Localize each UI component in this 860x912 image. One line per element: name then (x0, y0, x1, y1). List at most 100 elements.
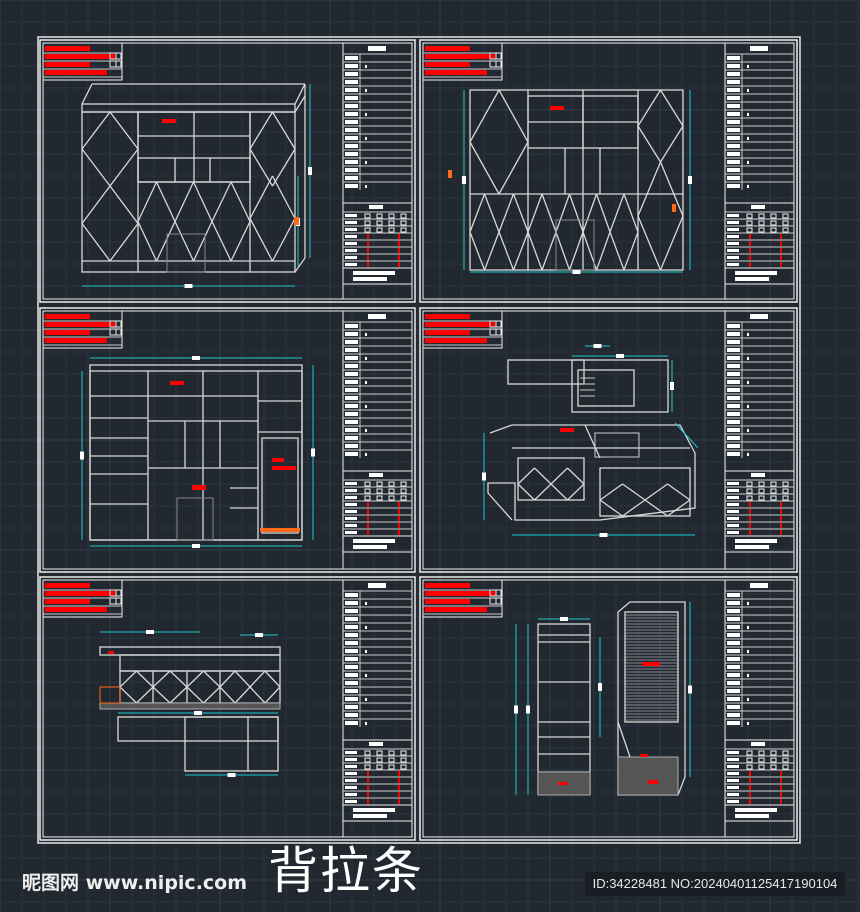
drawing-rect (353, 545, 387, 549)
drawing-rect (751, 473, 765, 477)
drawing-rect (727, 228, 739, 231)
drawing-rect (345, 531, 357, 534)
drawing-rect (495, 320, 502, 328)
drawing-rect (469, 89, 684, 271)
drawing-rect (365, 722, 367, 725)
drawing-rect (727, 80, 740, 84)
drawing-line (659, 89, 684, 127)
drawing-rect (345, 503, 357, 506)
drawing-line (527, 193, 543, 233)
drawing-line (534, 467, 552, 485)
drawing-rect (345, 665, 358, 669)
drawing-rect (749, 799, 751, 804)
drawing-rect (227, 773, 236, 777)
drawing-rect (780, 502, 782, 507)
drawing-rect (367, 234, 369, 239)
drawing-rect (192, 544, 200, 548)
drawing-rect (727, 772, 739, 775)
drawing-rect (425, 599, 470, 604)
drawing-rect (353, 814, 387, 818)
drawing-line (264, 670, 281, 688)
drawing-rect (119, 670, 281, 704)
drawing-line (152, 686, 171, 704)
drawing-rect (115, 328, 122, 336)
drawing-line (644, 483, 668, 501)
drawing-line (109, 185, 139, 224)
drawing-rect (747, 113, 749, 116)
drawing-rect (727, 786, 739, 789)
drawing-rect (109, 597, 117, 605)
drawing-rect (448, 170, 452, 178)
drawing-line (186, 670, 204, 688)
drawing-sheet-1 (39, 39, 416, 303)
drawing-rect (345, 184, 358, 188)
drawing-line (584, 424, 601, 459)
drawing-rect (364, 481, 371, 487)
drawing-line (230, 221, 251, 262)
drawing-rect (550, 106, 564, 110)
drawing-rect (345, 609, 358, 613)
drawing-rect (345, 242, 357, 245)
drawing-rect (572, 270, 581, 274)
drawing-line (637, 215, 662, 271)
drawing-rect (640, 754, 648, 757)
drawing-rect (345, 625, 358, 629)
drawing-rect (345, 96, 358, 100)
drawing-rect (727, 705, 740, 709)
drawing-rect (99, 646, 281, 656)
drawing-rect (495, 328, 502, 336)
drawing-rect (388, 495, 395, 501)
drawing-rect (39, 307, 416, 573)
drawing-line (599, 483, 623, 501)
drawing-rect (45, 62, 90, 67)
drawing-rect (345, 452, 358, 456)
drawing-line (137, 221, 158, 262)
drawing-rect (727, 510, 739, 513)
drawing-rect (108, 651, 114, 654)
drawing-line (667, 483, 691, 501)
drawing-rect (727, 524, 739, 527)
drawing-rect (192, 356, 200, 360)
drawing-line (517, 467, 535, 485)
drawing-rect (398, 771, 400, 776)
drawing-rect (616, 354, 624, 358)
drawing-rect (400, 750, 407, 756)
drawing-rect (342, 42, 413, 300)
drawing-line (498, 193, 515, 233)
drawing-rect (758, 495, 765, 501)
drawing-rect (782, 757, 789, 763)
drawing-line (119, 670, 137, 688)
drawing-rect (162, 119, 176, 123)
drawing-rect (770, 220, 777, 226)
drawing-line (234, 670, 251, 688)
drawing-sheet-5 (39, 576, 416, 841)
drawing-rect (727, 184, 740, 188)
drawing-rect (727, 420, 740, 424)
drawing-line (555, 231, 571, 271)
drawing-rect (376, 495, 383, 501)
drawing-rect (594, 432, 640, 458)
drawing-rect (749, 262, 751, 267)
drawing-rect (593, 344, 602, 348)
drawing-rect (747, 602, 749, 605)
drawing-rect (727, 503, 739, 506)
drawing-line (211, 221, 232, 262)
drawing-rect (749, 771, 751, 776)
drawing-rect (369, 205, 383, 209)
drawing-rect (747, 405, 749, 408)
drawing-rect (770, 757, 777, 763)
drawing-rect (369, 473, 383, 477)
drawing-line (637, 161, 662, 217)
drawing-rect (746, 220, 753, 226)
drawing-rect (345, 332, 358, 336)
drawing-rect (727, 758, 739, 761)
drawing-line (271, 175, 296, 219)
drawing-rect (400, 481, 407, 487)
drawing-rect (780, 523, 782, 528)
drawing-rect (369, 742, 383, 746)
drawing-rect (345, 235, 357, 238)
drawing-rect (537, 623, 591, 795)
drawing-rect (727, 263, 739, 266)
drawing-rect (45, 322, 115, 327)
